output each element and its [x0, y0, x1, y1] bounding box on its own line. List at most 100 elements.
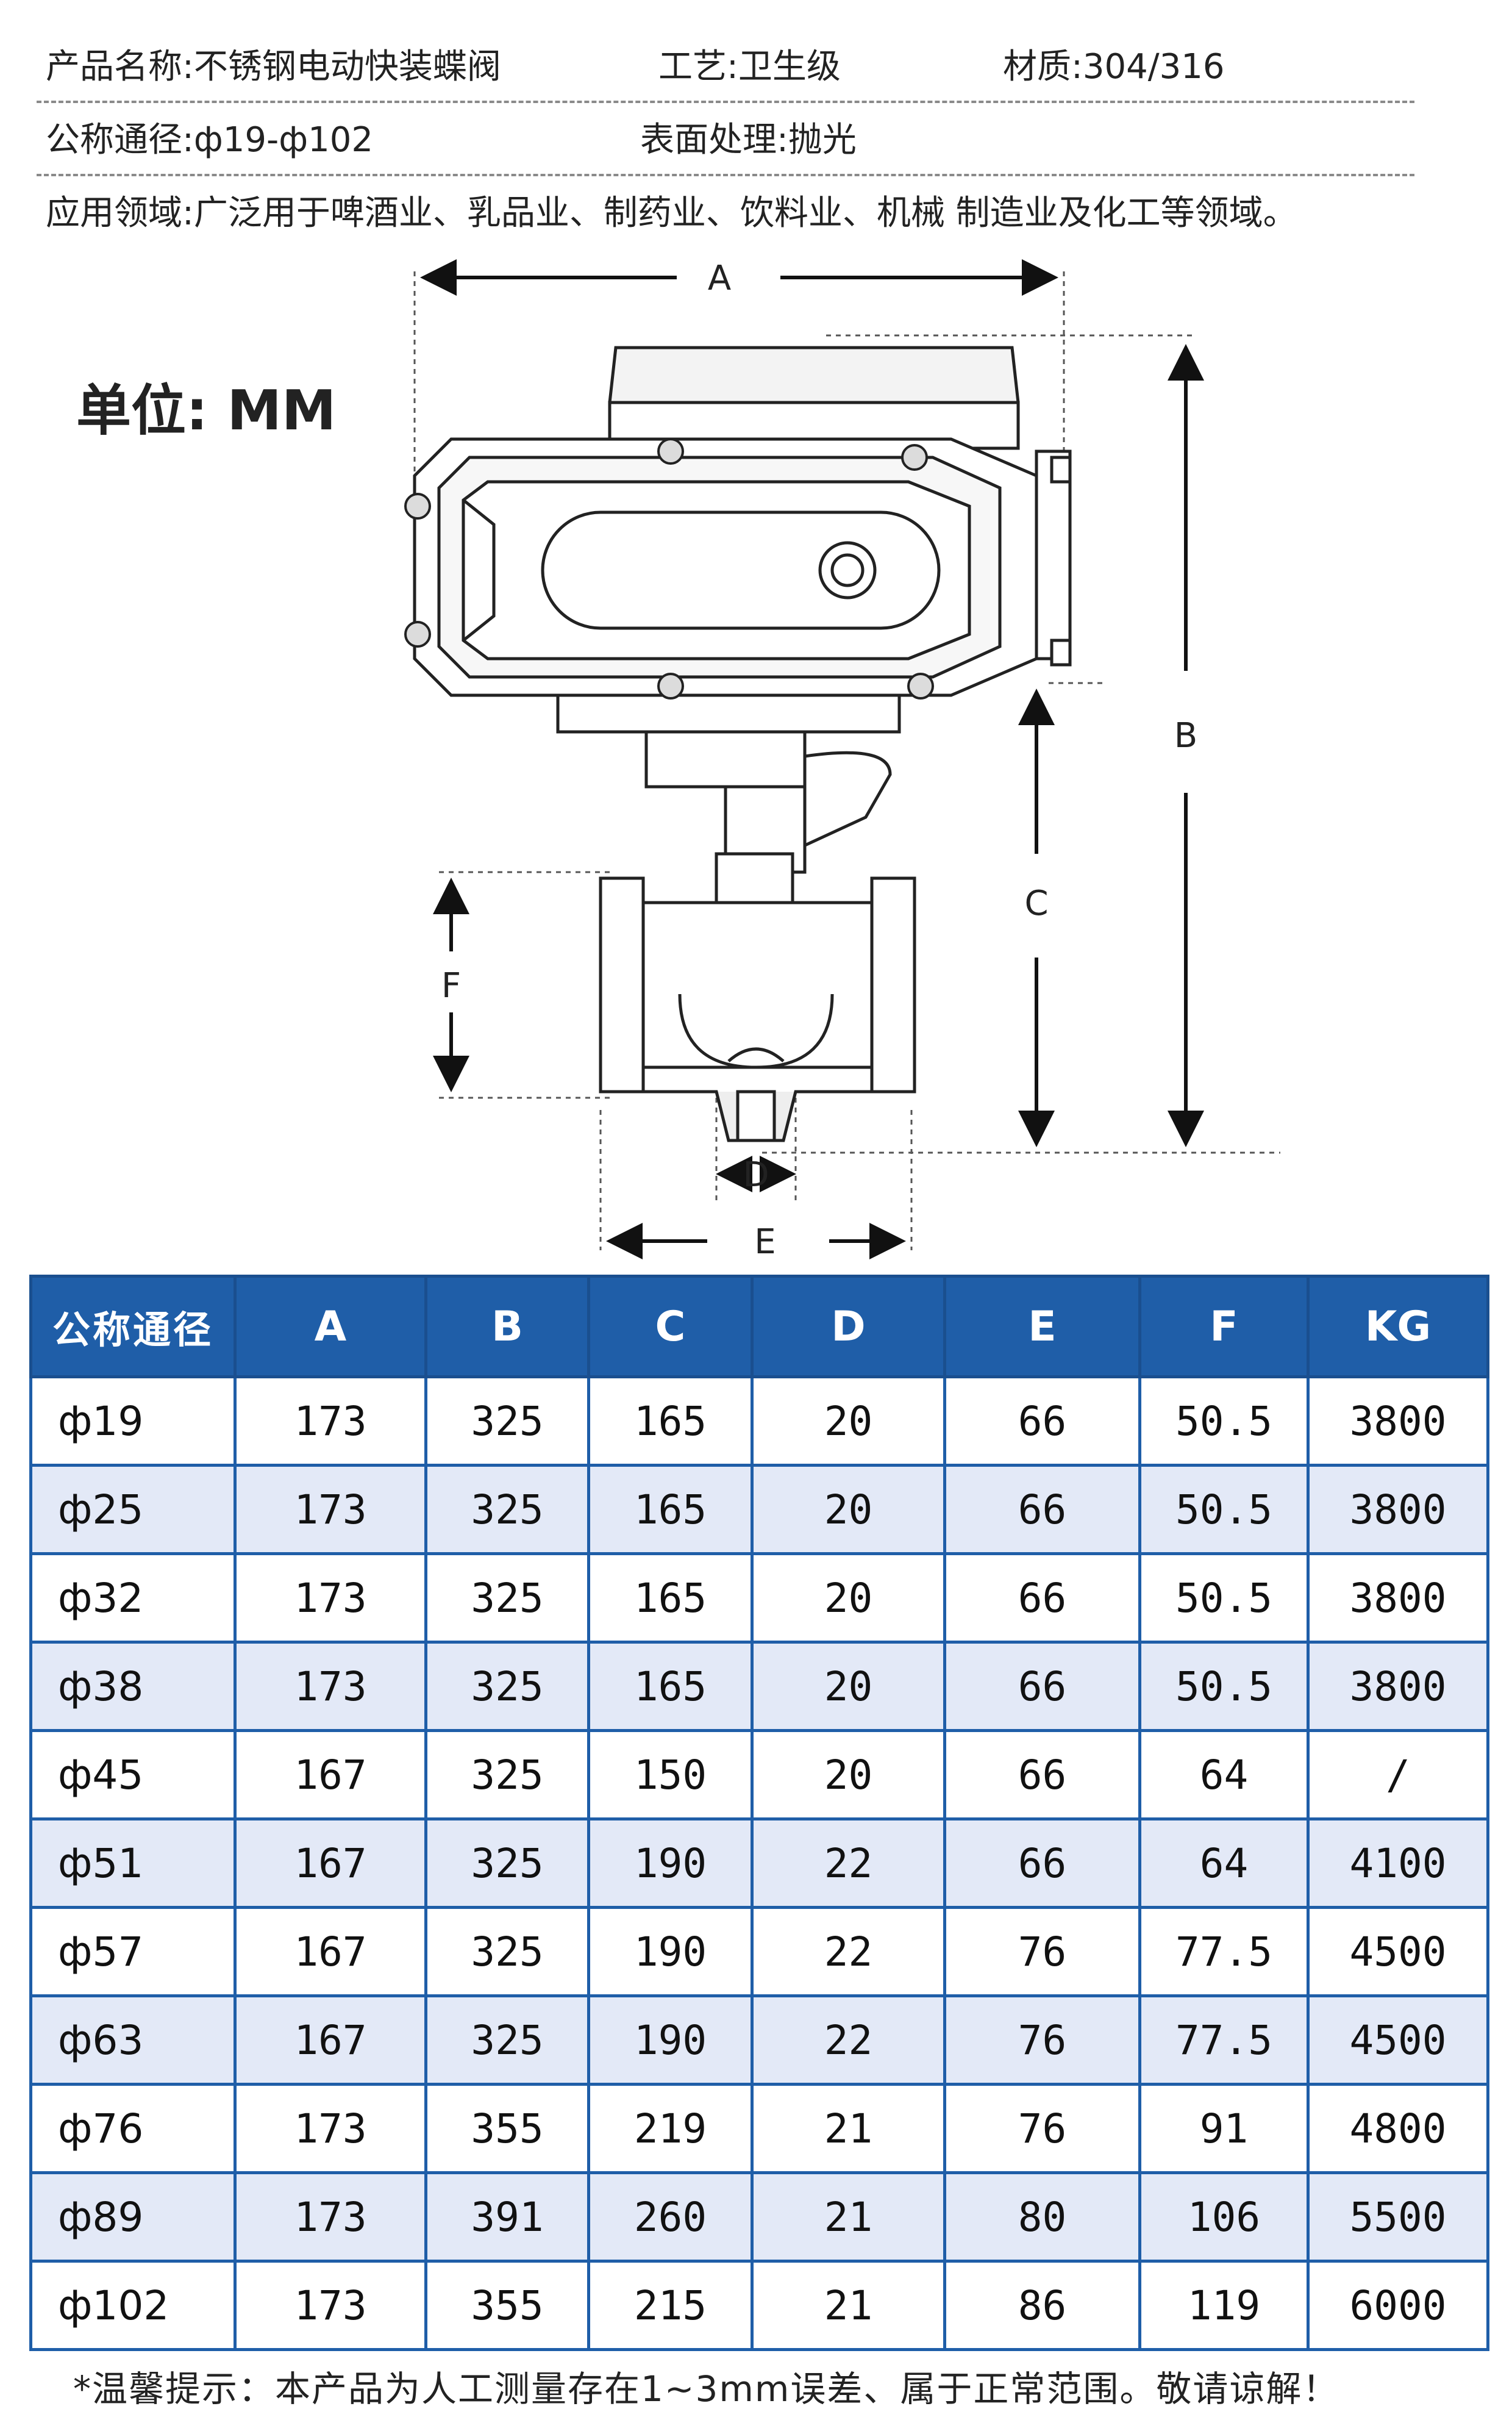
cell-d: 20 — [751, 1375, 946, 1467]
header-e: E — [943, 1275, 1141, 1378]
cell-b: 325 — [424, 1375, 590, 1467]
cell-kg: 3800 — [1307, 1641, 1489, 1732]
process: 工艺:卫生级 — [658, 47, 841, 87]
cell-d: 21 — [751, 2171, 946, 2263]
product-name: 产品名称:不锈钢电动快装蝶阀 — [46, 47, 501, 87]
cell-nominal-diameter: ф38 — [29, 1641, 237, 1732]
cell-b: 325 — [424, 1641, 590, 1732]
cell-nominal-diameter: ф25 — [29, 1464, 237, 1555]
cell-kg: 4100 — [1307, 1817, 1489, 1909]
info-row-1: 产品名称:不锈钢电动快装蝶阀 工艺:卫生级 材质:304/316 — [37, 34, 1414, 103]
extension-lines — [413, 271, 1280, 1250]
header-d: D — [751, 1275, 946, 1378]
cell-a: 167 — [234, 1906, 427, 1997]
header-b: B — [424, 1275, 590, 1378]
cell-a: 167 — [234, 1817, 427, 1909]
cell-f: 77.5 — [1138, 1994, 1310, 2086]
cell-kg: 3800 — [1307, 1464, 1489, 1555]
cell-f: 64 — [1138, 1729, 1310, 1820]
cell-b: 325 — [424, 1906, 590, 1997]
header-c: C — [587, 1275, 754, 1378]
cell-f: 91 — [1138, 2083, 1310, 2174]
cell-e: 66 — [943, 1641, 1141, 1732]
header-kg: KG — [1307, 1275, 1489, 1378]
cell-a: 173 — [234, 1375, 427, 1467]
cell-b: 355 — [424, 2083, 590, 2174]
cell-e: 76 — [943, 1906, 1141, 1997]
dim-label-b: B — [1174, 716, 1197, 756]
cell-e: 66 — [943, 1552, 1141, 1644]
cell-nominal-diameter: ф102 — [29, 2260, 237, 2351]
cell-c: 190 — [587, 1817, 754, 1909]
cell-c: 150 — [587, 1729, 754, 1820]
cell-kg: 5500 — [1307, 2171, 1489, 2263]
cell-f: 106 — [1138, 2171, 1310, 2263]
cell-a: 173 — [234, 2171, 427, 2263]
cell-f: 77.5 — [1138, 1906, 1310, 1997]
cell-f: 119 — [1138, 2260, 1310, 2351]
cell-d: 20 — [751, 1552, 946, 1644]
cell-nominal-diameter: ф45 — [29, 1729, 237, 1820]
cell-c: 165 — [587, 1552, 754, 1644]
cell-b: 325 — [424, 1464, 590, 1555]
cell-c: 215 — [587, 2260, 754, 2351]
cell-b: 391 — [424, 2171, 590, 2263]
cell-e: 66 — [943, 1464, 1141, 1555]
table-header-row: 公称通径 A B C D E F KG — [29, 1275, 1489, 1378]
cell-f: 50.5 — [1138, 1641, 1310, 1732]
cell-b: 325 — [424, 1729, 590, 1820]
cell-c: 190 — [587, 1906, 754, 1997]
valve-body — [599, 785, 916, 1142]
cell-d: 22 — [751, 1817, 946, 1909]
cell-e: 66 — [943, 1729, 1141, 1820]
cell-a: 167 — [234, 1729, 427, 1820]
dimension-arrows — [420, 259, 1204, 1259]
cell-nominal-diameter: ф63 — [29, 1994, 237, 2086]
dim-label-c: C — [1024, 884, 1048, 923]
cell-a: 173 — [234, 1464, 427, 1555]
cell-nominal-diameter: ф32 — [29, 1552, 237, 1644]
actuator — [413, 346, 1072, 856]
cell-a: 173 — [234, 2260, 427, 2351]
cell-e: 66 — [943, 1817, 1141, 1909]
cell-b: 355 — [424, 2260, 590, 2351]
cell-nominal-diameter: ф19 — [29, 1375, 237, 1467]
cell-kg: 3800 — [1307, 1375, 1489, 1467]
dim-label-d: D — [743, 1155, 769, 1195]
cell-e: 86 — [943, 2260, 1141, 2351]
cell-e: 66 — [943, 1375, 1141, 1467]
header-a: A — [234, 1275, 427, 1378]
application: 应用领域:广泛用于啤酒业、乳品业、制药业、饮料业、机械 制造业及化工等领域。 — [46, 193, 1297, 233]
cell-e: 76 — [943, 2083, 1141, 2174]
dim-label-a: A — [708, 259, 731, 298]
cell-kg: 4500 — [1307, 1994, 1489, 2086]
cell-e: 80 — [943, 2171, 1141, 2263]
valve-diagram: A B C F D E — [404, 259, 1280, 1262]
cell-kg: 4800 — [1307, 2083, 1489, 2174]
cell-a: 173 — [234, 2083, 427, 2174]
cell-a: 173 — [234, 1552, 427, 1644]
cell-d: 20 — [751, 1729, 946, 1820]
cell-c: 165 — [587, 1464, 754, 1555]
surface-treatment: 表面处理:抛光 — [640, 120, 857, 160]
cell-nominal-diameter: ф89 — [29, 2171, 237, 2263]
cell-nominal-diameter: ф51 — [29, 1817, 237, 1909]
cell-c: 165 — [587, 1375, 754, 1467]
cell-d: 20 — [751, 1464, 946, 1555]
cell-kg: 4500 — [1307, 1906, 1489, 1997]
cell-b: 325 — [424, 1994, 590, 2086]
info-row-3: 应用领域:广泛用于啤酒业、乳品业、制药业、饮料业、机械 制造业及化工等领域。 — [37, 180, 1414, 247]
header-f: F — [1138, 1275, 1310, 1378]
